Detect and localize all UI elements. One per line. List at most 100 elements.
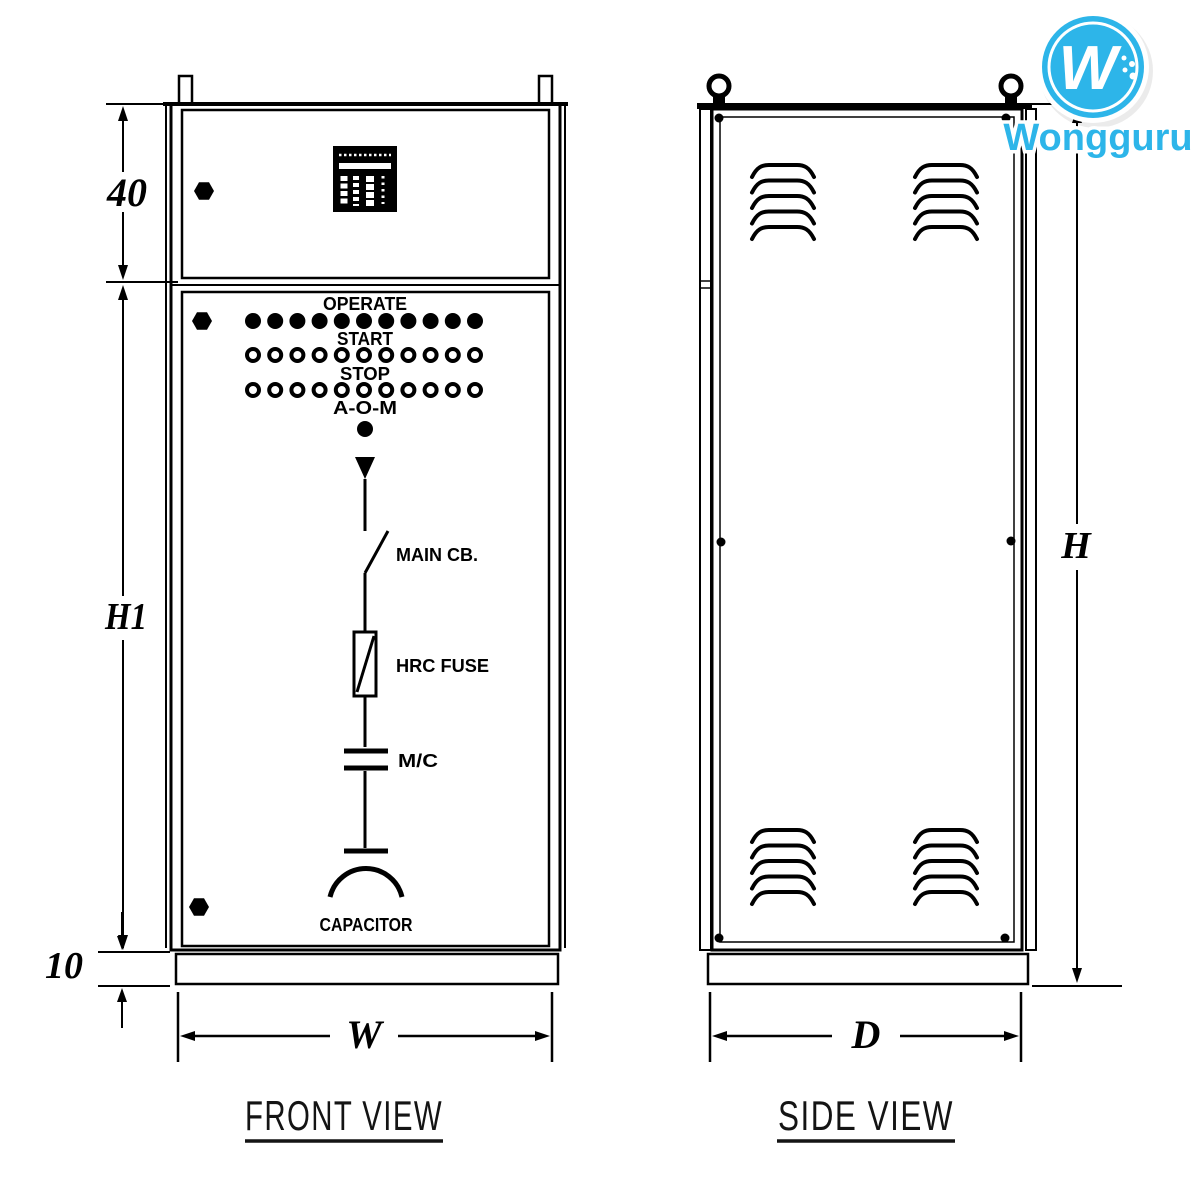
dim-base-height: 10	[45, 945, 83, 987]
base-plinth	[174, 952, 560, 986]
indicator-lamp	[245, 313, 261, 329]
louver-icon	[750, 828, 816, 844]
breaker-symbol	[363, 530, 390, 574]
indicator-lamp	[444, 313, 461, 329]
dim-arrow-icon	[118, 265, 128, 280]
indicator-lamp	[289, 313, 306, 329]
indicator-lamp	[467, 347, 483, 363]
dim-door-height: H1	[104, 596, 147, 638]
side-panel-inner-seam	[719, 116, 1015, 943]
indicator-lamp	[267, 347, 284, 363]
louver-icon	[750, 843, 816, 860]
indicator-lamp	[289, 347, 306, 363]
indicator-lamp	[467, 313, 483, 329]
base-plinth	[706, 952, 1030, 986]
logo-monogram: W	[1059, 34, 1122, 103]
dim-arrow-icon	[117, 988, 127, 1002]
louver-icon	[913, 209, 979, 226]
indicator-lamp	[400, 347, 417, 363]
indicator-lamp	[356, 313, 372, 329]
dim-arrow-icon	[118, 285, 128, 300]
louver-icon	[913, 874, 979, 891]
screw-icon	[1000, 933, 1010, 943]
louver-icon	[913, 890, 979, 906]
indicator-lamp	[444, 382, 461, 398]
dim-width: W	[346, 1012, 384, 1057]
louver-icon	[750, 163, 816, 179]
louver-icon	[913, 225, 979, 241]
row-label-stop: STOP	[340, 364, 390, 384]
capacitor-label: CAPACITOR	[320, 915, 413, 935]
dim-height: H	[1060, 525, 1092, 567]
dim-depth: D	[851, 1012, 881, 1057]
screw-icon	[1001, 113, 1011, 123]
louver-icon	[750, 225, 816, 241]
incoming-feeder-arrow-icon	[355, 457, 375, 479]
dim-arrow-icon	[535, 1031, 550, 1041]
louver-icon	[750, 859, 816, 875]
eye-bolt-right	[998, 73, 1024, 105]
indicator-lamp	[245, 382, 261, 398]
louver-icon	[913, 843, 979, 860]
dim-top-section: 40	[106, 170, 147, 215]
front-view: OPERATE START STOP A-O-M MAIN CB. HRC FU…	[163, 74, 568, 986]
louver-icon	[913, 828, 979, 844]
indicator-lamp	[444, 347, 461, 363]
indicator-lamp	[245, 347, 261, 363]
row-label-start: START	[337, 329, 393, 349]
indicator-lamp	[356, 347, 372, 363]
lifting-lug-left	[177, 74, 194, 107]
louver-icon	[750, 890, 816, 906]
breaker-label: MAIN CB.	[396, 545, 478, 565]
dim-arrow-icon	[712, 1031, 727, 1041]
louver-icon	[750, 178, 816, 195]
logo-circle	[1042, 16, 1144, 118]
indicator-lamp	[400, 382, 417, 398]
lifting-lug-right	[537, 74, 554, 107]
eye-bolt-left	[706, 73, 732, 105]
louver-icon	[750, 194, 816, 210]
contactor-label: M/C	[398, 751, 438, 771]
rear-panel-edge-strip	[1025, 108, 1037, 951]
logo-ring	[1047, 21, 1139, 113]
indicator-lamp	[400, 313, 417, 329]
door-lock-icon	[189, 898, 209, 916]
indicator-lamp	[378, 313, 395, 329]
indicator-lamp	[311, 347, 328, 363]
screw-icon	[714, 933, 724, 943]
selector-switch-knob	[357, 421, 373, 437]
top-door	[180, 108, 551, 280]
screw-icon	[716, 537, 726, 547]
row-label-operate: OPERATE	[323, 294, 407, 314]
fuse-label: HRC FUSE	[396, 656, 489, 676]
door-lock-icon	[192, 312, 212, 330]
indicator-lamp	[422, 347, 439, 363]
meter-display	[333, 146, 397, 212]
dim-arrow-icon	[117, 936, 127, 950]
indicator-lamp-rows	[245, 313, 483, 398]
indicator-lamp	[333, 382, 350, 398]
brand-name: Wongguru	[1003, 117, 1192, 159]
indicator-lamp	[422, 382, 439, 398]
indicator-lamp	[422, 313, 439, 329]
louver-vents	[750, 163, 979, 906]
indicator-lamp	[289, 382, 306, 398]
front-view-dimensions: 40 H1 10 W	[45, 103, 554, 1062]
indicator-lamp	[267, 382, 284, 398]
brand-watermark: W Wongguru	[1000, 11, 1196, 163]
louver-icon	[913, 859, 979, 875]
side-view	[697, 73, 1037, 986]
louver-icon	[913, 194, 979, 210]
selector-label: A-O-M	[333, 398, 397, 418]
louver-icon	[750, 874, 816, 891]
single-line-diagram	[327, 457, 405, 898]
indicator-lamp	[267, 313, 284, 329]
dim-arrow-icon	[118, 106, 128, 121]
front-view-title: FRONT VIEW	[245, 1092, 443, 1139]
capacitor-symbol	[327, 866, 405, 898]
indicator-lamp	[311, 313, 328, 329]
louver-icon	[913, 163, 979, 179]
dim-arrow-icon	[180, 1031, 195, 1041]
indicator-lamp	[356, 382, 372, 398]
